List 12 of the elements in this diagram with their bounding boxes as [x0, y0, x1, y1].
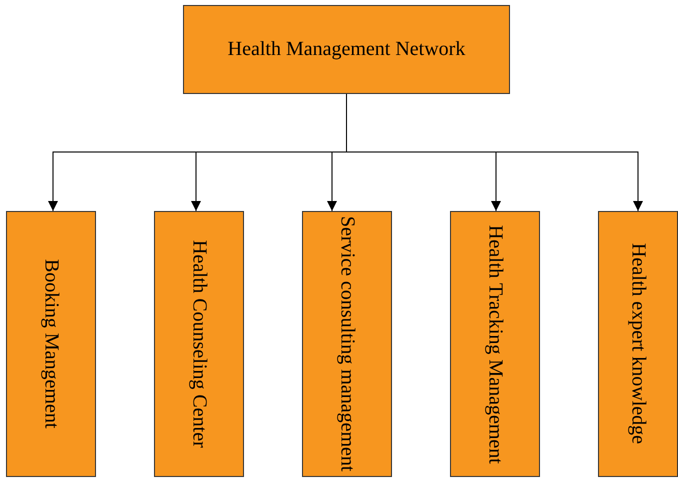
module-box [450, 211, 540, 477]
box-label: Health Management Network [228, 37, 466, 62]
module-box [154, 211, 244, 477]
box-label: Health expert knowledge [626, 243, 650, 445]
box-label: Service consulting management [336, 216, 360, 472]
box-label: Booking Mangement [40, 259, 64, 429]
box-label: Health Counseling Center [188, 240, 212, 448]
module-box [6, 211, 96, 477]
box-label: Health Tracking Management [484, 224, 508, 464]
root-box [183, 5, 510, 94]
module-box [598, 211, 678, 477]
module-box [302, 211, 392, 477]
